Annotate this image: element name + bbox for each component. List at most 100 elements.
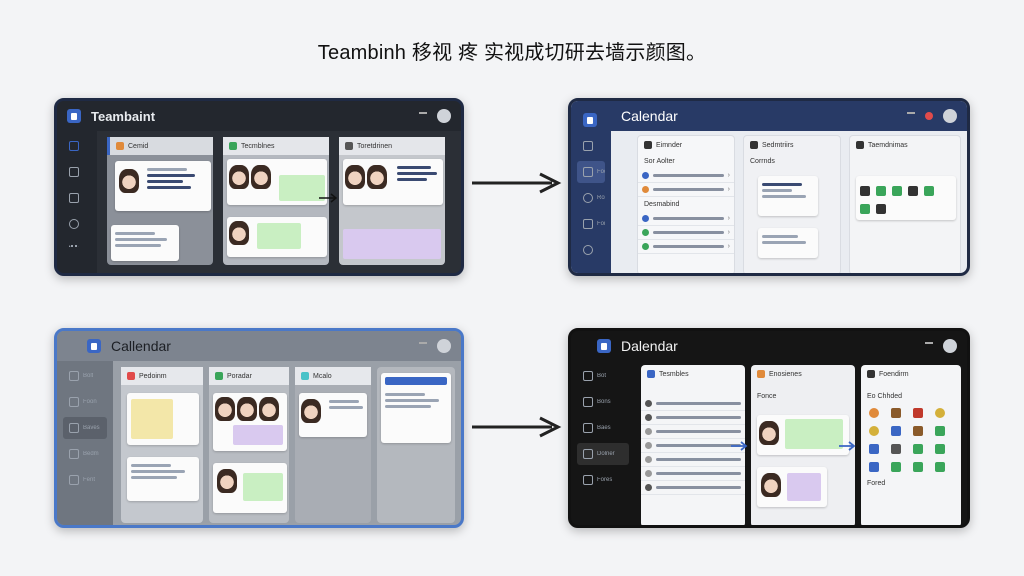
sidebar-item-fores[interactable]: Fores [577, 469, 629, 491]
event-card[interactable] [758, 176, 818, 216]
sticky-note[interactable] [233, 425, 283, 445]
column-title: Tesmbles [659, 370, 689, 378]
sidebar: Bot Bons Baes Dolner Fores [571, 361, 635, 525]
sidebar-item-dolner[interactable]: Dolner [577, 443, 629, 465]
task-card[interactable] [111, 225, 179, 261]
task-card[interactable] [115, 161, 211, 211]
menu-icon[interactable] [907, 112, 915, 120]
column-header: Sedmtriirs [744, 136, 840, 154]
sticky-note[interactable] [343, 229, 441, 259]
pen-icon [69, 475, 79, 485]
sticky-note[interactable] [257, 223, 301, 249]
task-card[interactable] [227, 217, 327, 257]
list-item[interactable]: › [638, 212, 734, 226]
titlebar: Dalendar [571, 331, 967, 361]
sidebar-item-tasks[interactable] [577, 135, 605, 157]
board-column: Pedoinm [121, 367, 203, 523]
avatar[interactable] [925, 112, 933, 120]
sidebar-item-calendar[interactable] [63, 161, 91, 183]
avatar [217, 469, 237, 493]
sidebar-item-baves[interactable]: Baves [63, 417, 107, 439]
sidebar-item-foos[interactable]: Foos [577, 161, 605, 183]
list-item[interactable]: › [638, 240, 734, 254]
avatar [345, 165, 365, 189]
list-item[interactable] [641, 453, 745, 467]
avatar[interactable] [437, 339, 451, 353]
column-header: Toretdrinen [339, 137, 445, 155]
sidebar-item-settings[interactable] [63, 213, 91, 235]
column-tag-icon [301, 372, 309, 380]
list-item[interactable] [641, 425, 745, 439]
arrow-right-icon [839, 441, 856, 451]
event-card[interactable] [758, 228, 818, 258]
sidebar-item-baes[interactable]: Baes [577, 417, 629, 439]
sidebar-item-more[interactable] [63, 239, 91, 261]
list-item[interactable] [641, 411, 745, 425]
status-chip [913, 444, 923, 454]
sidebar-item-fent[interactable]: Fent [63, 469, 107, 491]
app-title: Teambaint [91, 108, 156, 124]
avatar[interactable] [437, 109, 451, 123]
list-item[interactable] [641, 397, 745, 411]
list-item[interactable]: › [638, 226, 734, 240]
sidebar-item-more[interactable] [577, 239, 605, 261]
sidebar-item-files[interactable] [63, 187, 91, 209]
sticky-note[interactable] [787, 473, 821, 501]
sticky-note[interactable] [785, 419, 843, 449]
column-title: Pedoinm [139, 372, 167, 380]
list-item[interactable] [641, 467, 745, 481]
sticky-note[interactable] [131, 399, 173, 439]
menu-icon[interactable] [419, 112, 427, 120]
status-chip [908, 186, 918, 196]
list-item[interactable] [641, 481, 745, 495]
clock-icon [583, 397, 593, 407]
task-card[interactable] [381, 373, 451, 443]
task-card[interactable] [127, 457, 199, 501]
sidebar-item-foon[interactable]: Foon [63, 391, 107, 413]
task-card[interactable] [213, 463, 287, 513]
column-title: Taemdnimas [868, 141, 908, 149]
sidebar-item-home[interactable] [577, 109, 605, 131]
task-card[interactable] [213, 393, 287, 451]
task-card[interactable] [343, 159, 443, 205]
event-card[interactable] [757, 467, 827, 507]
sidebar-item-fore[interactable]: Fore [577, 213, 605, 235]
column-header: Taemdnimas [850, 136, 960, 154]
avatar[interactable] [943, 339, 957, 353]
app-title: Calendar [621, 108, 678, 124]
calendar-icon [644, 141, 652, 149]
task-card[interactable] [299, 393, 367, 437]
section-label: Sor Aolter [644, 158, 675, 165]
column-title: Eimnder [656, 141, 683, 149]
event-card[interactable] [856, 176, 956, 220]
event-card[interactable] [757, 415, 849, 455]
avatar [367, 165, 387, 189]
sidebar-item-bolt[interactable]: Bolt [63, 365, 107, 387]
check-icon [583, 141, 593, 151]
column-title: Toretdrinen [357, 142, 393, 150]
sidebar [57, 131, 97, 273]
calendar-column: Taemdnimas [849, 135, 961, 273]
sticky-note[interactable] [243, 473, 283, 501]
list-item[interactable] [641, 439, 745, 453]
task-card[interactable] [127, 393, 199, 445]
menu-icon[interactable] [419, 342, 427, 350]
sticky-note[interactable] [279, 175, 325, 201]
sidebar-item-bons[interactable]: Bons [577, 391, 629, 413]
sidebar-item-bedm[interactable]: Bedm [63, 443, 107, 465]
column-title: Cemid [128, 142, 149, 150]
task-card[interactable] [227, 159, 327, 205]
section-label: Eo Chhded [867, 393, 903, 400]
avatar [229, 165, 249, 189]
sidebar-item-roxo[interactable]: Roxo [577, 187, 605, 209]
arrow-right-icon [319, 193, 338, 203]
column-header: Cemid [107, 137, 213, 155]
sidebar-item-board[interactable] [63, 135, 91, 157]
sidebar-item-bot[interactable]: Bot [577, 365, 629, 387]
menu-icon[interactable] [925, 342, 933, 350]
list-item[interactable]: › [638, 169, 734, 183]
list-item[interactable]: › [638, 183, 734, 197]
avatar[interactable] [943, 109, 957, 123]
status-chip [876, 204, 886, 214]
board-column: Toretdrinen [339, 137, 445, 265]
